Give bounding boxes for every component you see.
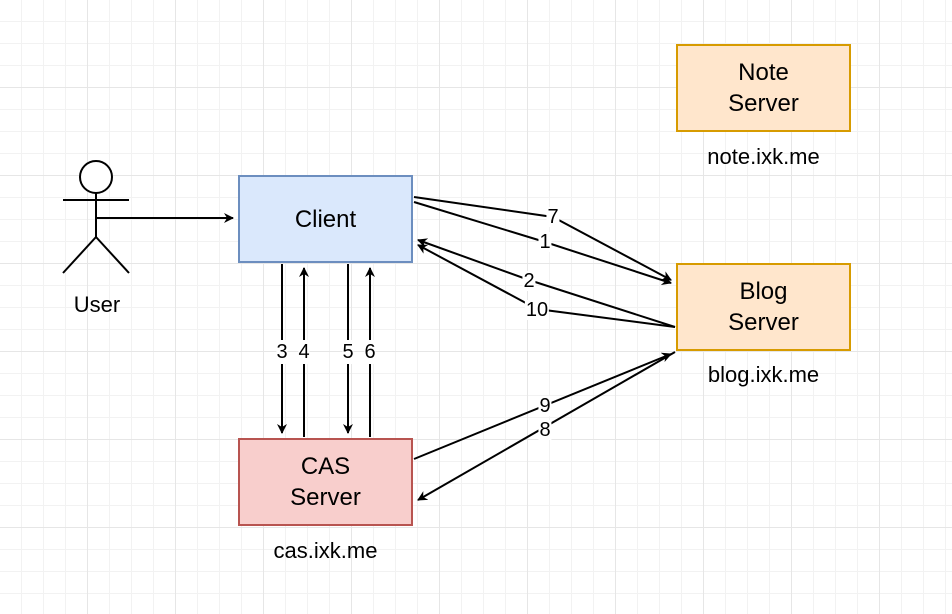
edge-label-2: 2 (522, 270, 536, 292)
edge-label-7: 7 (546, 206, 560, 228)
edge-label-9: 9 (538, 395, 552, 417)
user-label: User (73, 292, 121, 317)
edge-label-4: 4 (298, 340, 310, 364)
note-server-node[interactable]: Note Server (676, 44, 851, 132)
cas-server-domain: cas.ixk.me (273, 538, 378, 563)
edge-label-6: 6 (364, 340, 376, 364)
client-node[interactable]: Client (238, 175, 413, 263)
edge-label-3: 3 (276, 340, 288, 364)
blog-server-node-label: Blog Server (728, 278, 799, 336)
cas-server-node-label: CAS Server (290, 453, 361, 511)
blog-server-domain: blog.ixk.me (707, 362, 820, 387)
edge-label-8: 8 (538, 419, 552, 441)
note-server-node-label: Note Server (728, 59, 799, 117)
edge-label-5: 5 (342, 340, 354, 364)
edge-label-1: 1 (538, 231, 552, 253)
user-actor-icon[interactable] (62, 160, 130, 274)
client-node-label: Client (294, 205, 357, 233)
cas-server-node[interactable]: CAS Server (238, 438, 413, 526)
note-server-domain: note.ixk.me (707, 144, 820, 169)
edge-label-10: 10 (524, 299, 550, 321)
blog-server-node[interactable]: Blog Server (676, 263, 851, 351)
